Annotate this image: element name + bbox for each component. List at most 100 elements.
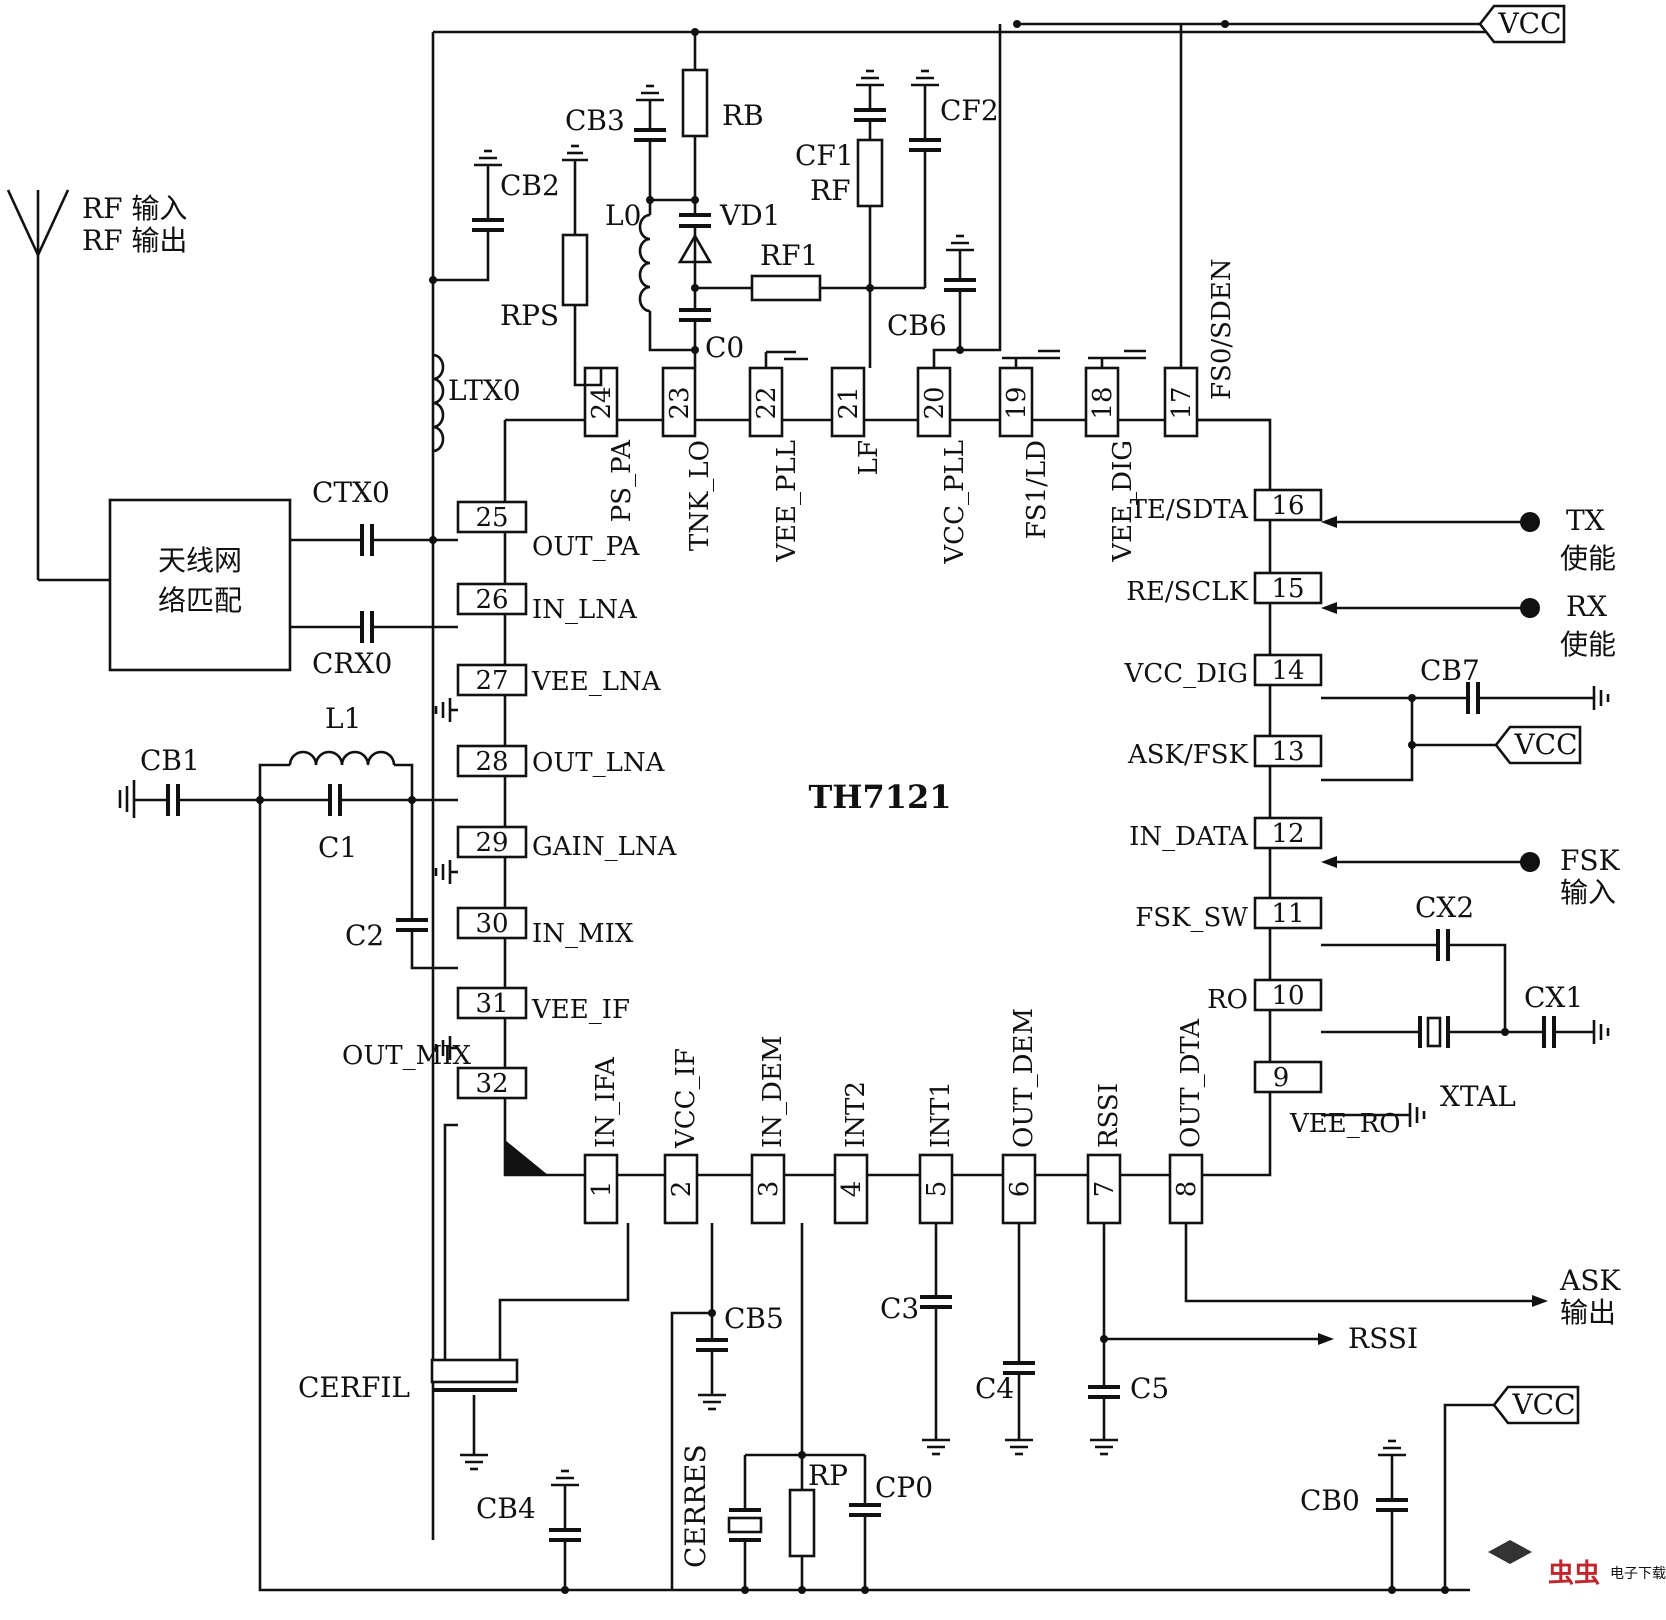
svg-text:VCC: VCC bbox=[1513, 728, 1577, 761]
pin-label: VEE_DIG bbox=[1108, 440, 1138, 563]
antenna-section: RF 输入 RF 输出 天线网 络匹配 CTX0 CRX0 bbox=[6, 189, 458, 680]
capacitor-cx2: CX2 bbox=[1321, 891, 1507, 1032]
svg-text:7: 7 bbox=[1090, 1181, 1120, 1198]
svg-text:21: 21 bbox=[834, 386, 864, 419]
resonator-cerres bbox=[727, 1455, 763, 1590]
right-pins: 16 TE/SDTA 15 RE/SCLK 14 VCC_DIG 13 ASK/… bbox=[1124, 488, 1401, 1139]
svg-text:CB0: CB0 bbox=[1300, 1484, 1360, 1517]
ask-label: ASK bbox=[1559, 1264, 1621, 1297]
svg-text:16: 16 bbox=[1271, 491, 1304, 521]
pin-label: IN_LNA bbox=[532, 595, 638, 625]
svg-text:RF1: RF1 bbox=[760, 239, 818, 272]
svg-text:RPS: RPS bbox=[500, 299, 559, 332]
svg-text:RP: RP bbox=[808, 1459, 848, 1492]
capacitor-cb6: CB6 bbox=[887, 24, 1002, 368]
pin-label: VCC_IF bbox=[671, 1048, 701, 1149]
pin-17: 17 FS0/SDEN bbox=[1163, 258, 1237, 438]
pin-4: 4 INT2 bbox=[833, 1081, 871, 1225]
svg-text:25: 25 bbox=[475, 503, 508, 533]
pin-24: 24 PS_PA bbox=[583, 366, 637, 522]
top-wiring: VCC LTX0 CB2 RPS CB3 bbox=[429, 4, 1566, 1540]
ground-pin19 bbox=[1002, 349, 1060, 368]
pin-25: 25 OUT_PA bbox=[456, 500, 641, 562]
pin-14: 14 VCC_DIG bbox=[1124, 653, 1323, 689]
svg-text:29: 29 bbox=[475, 828, 508, 858]
inductor-l0: L0 bbox=[605, 199, 695, 352]
svg-text:C0: C0 bbox=[705, 331, 744, 364]
pin-15: 15 RE/SCLK bbox=[1126, 571, 1323, 607]
capacitor-cb5: CB5 bbox=[696, 1223, 784, 1411]
pin-27: 27 VEE_LNA bbox=[456, 663, 662, 697]
rx-enable-input: RX 使能 bbox=[1321, 590, 1616, 661]
rssi-output: RSSI bbox=[1104, 1322, 1418, 1355]
pin-label: IN_IFA bbox=[591, 1056, 621, 1148]
pin-30: 30 IN_MIX bbox=[456, 906, 634, 949]
pin-label: VCC_PLL bbox=[940, 440, 970, 565]
svg-text:22: 22 bbox=[752, 386, 782, 419]
svg-text:17: 17 bbox=[1167, 386, 1197, 419]
capacitor-c5: C5 bbox=[1088, 1223, 1169, 1456]
svg-text:C1: C1 bbox=[318, 831, 357, 864]
pin-label: VEE_IF bbox=[531, 995, 630, 1025]
pin-1: 1 IN_IFA bbox=[583, 1056, 621, 1225]
pin-21: 21 LF bbox=[830, 366, 884, 475]
pin-label: GAIN_LNA bbox=[532, 832, 678, 862]
svg-text:CB6: CB6 bbox=[887, 309, 947, 342]
capacitor-cb2: CB2 bbox=[433, 149, 560, 282]
pin-28: 28 OUT_LNA bbox=[456, 744, 666, 778]
tx-enable-input: TX 使能 bbox=[1321, 504, 1616, 575]
pin-label: FS1/LD bbox=[1022, 440, 1052, 539]
inductor-l1: L1 bbox=[258, 702, 414, 800]
pin-label: FSK_SW bbox=[1135, 903, 1248, 933]
svg-text:15: 15 bbox=[1271, 574, 1304, 604]
inductor-ltx0: LTX0 bbox=[432, 353, 521, 453]
capacitor-c0: C0 bbox=[679, 288, 744, 368]
pin-5: 5 INT1 bbox=[918, 1081, 956, 1225]
svg-text:CF1: CF1 bbox=[795, 139, 854, 172]
svg-text:LTX0: LTX0 bbox=[448, 374, 521, 407]
pin-3: 3 IN_DEM bbox=[750, 1036, 788, 1225]
svg-text:4: 4 bbox=[837, 1181, 867, 1198]
capacitor-cb4: CB4 bbox=[476, 1469, 581, 1590]
svg-text:27: 27 bbox=[475, 666, 508, 696]
tx-sublabel: 使能 bbox=[1560, 542, 1616, 575]
svg-text:CB4: CB4 bbox=[476, 1492, 536, 1525]
antenna-label-in: RF 输入 bbox=[82, 192, 187, 225]
pin-label: VCC_DIG bbox=[1124, 659, 1248, 689]
pin-label: INT2 bbox=[841, 1081, 871, 1148]
pin-label: TE/SDTA bbox=[1130, 495, 1250, 525]
svg-text:3: 3 bbox=[754, 1181, 784, 1198]
svg-text:14: 14 bbox=[1271, 656, 1304, 686]
capacitor-crx0: CRX0 bbox=[290, 611, 458, 680]
svg-text:8: 8 bbox=[1172, 1181, 1202, 1198]
pin-label: IN_MIX bbox=[532, 919, 634, 949]
svg-text:RF: RF bbox=[810, 174, 851, 207]
pin-label: LF bbox=[854, 440, 884, 475]
varactor-vd1: VD1 bbox=[677, 199, 780, 288]
svg-text:26: 26 bbox=[475, 585, 508, 615]
svg-text:24: 24 bbox=[587, 386, 617, 419]
capacitor-cf1: CF1 bbox=[795, 69, 886, 172]
pin-18: 18 VEE_DIG bbox=[1084, 366, 1138, 563]
svg-text:20: 20 bbox=[920, 386, 950, 419]
pin-31: 31 VEE_IF bbox=[456, 986, 630, 1025]
pin-label: VEE_PLL bbox=[772, 440, 802, 563]
svg-text:30: 30 bbox=[475, 909, 508, 939]
capacitor-c4: C4 bbox=[975, 1223, 1035, 1456]
svg-text:CB2: CB2 bbox=[500, 169, 560, 202]
pin-16: 16 TE/SDTA bbox=[1130, 488, 1323, 525]
antenna-label-out: RF 输出 bbox=[82, 224, 187, 257]
ground-pin31 bbox=[434, 1036, 458, 1060]
pin-label: VEE_LNA bbox=[531, 667, 662, 697]
ground-pin18 bbox=[1088, 349, 1146, 368]
svg-text:CRX0: CRX0 bbox=[312, 647, 392, 680]
pin-6: 6 OUT_DEM bbox=[1001, 1008, 1039, 1225]
capacitor-cb1: CB1 bbox=[118, 744, 330, 818]
pin-label: RE/SCLK bbox=[1126, 577, 1248, 607]
capacitor-c1: C1 bbox=[318, 784, 458, 864]
bottom-components: CB5 CERRES RP CP0 bbox=[670, 1223, 1621, 1594]
vcc-tag-top: VCC bbox=[1478, 4, 1566, 44]
matching-network-box: 天线网 络匹配 bbox=[108, 498, 292, 672]
svg-text:CP0: CP0 bbox=[875, 1471, 933, 1504]
